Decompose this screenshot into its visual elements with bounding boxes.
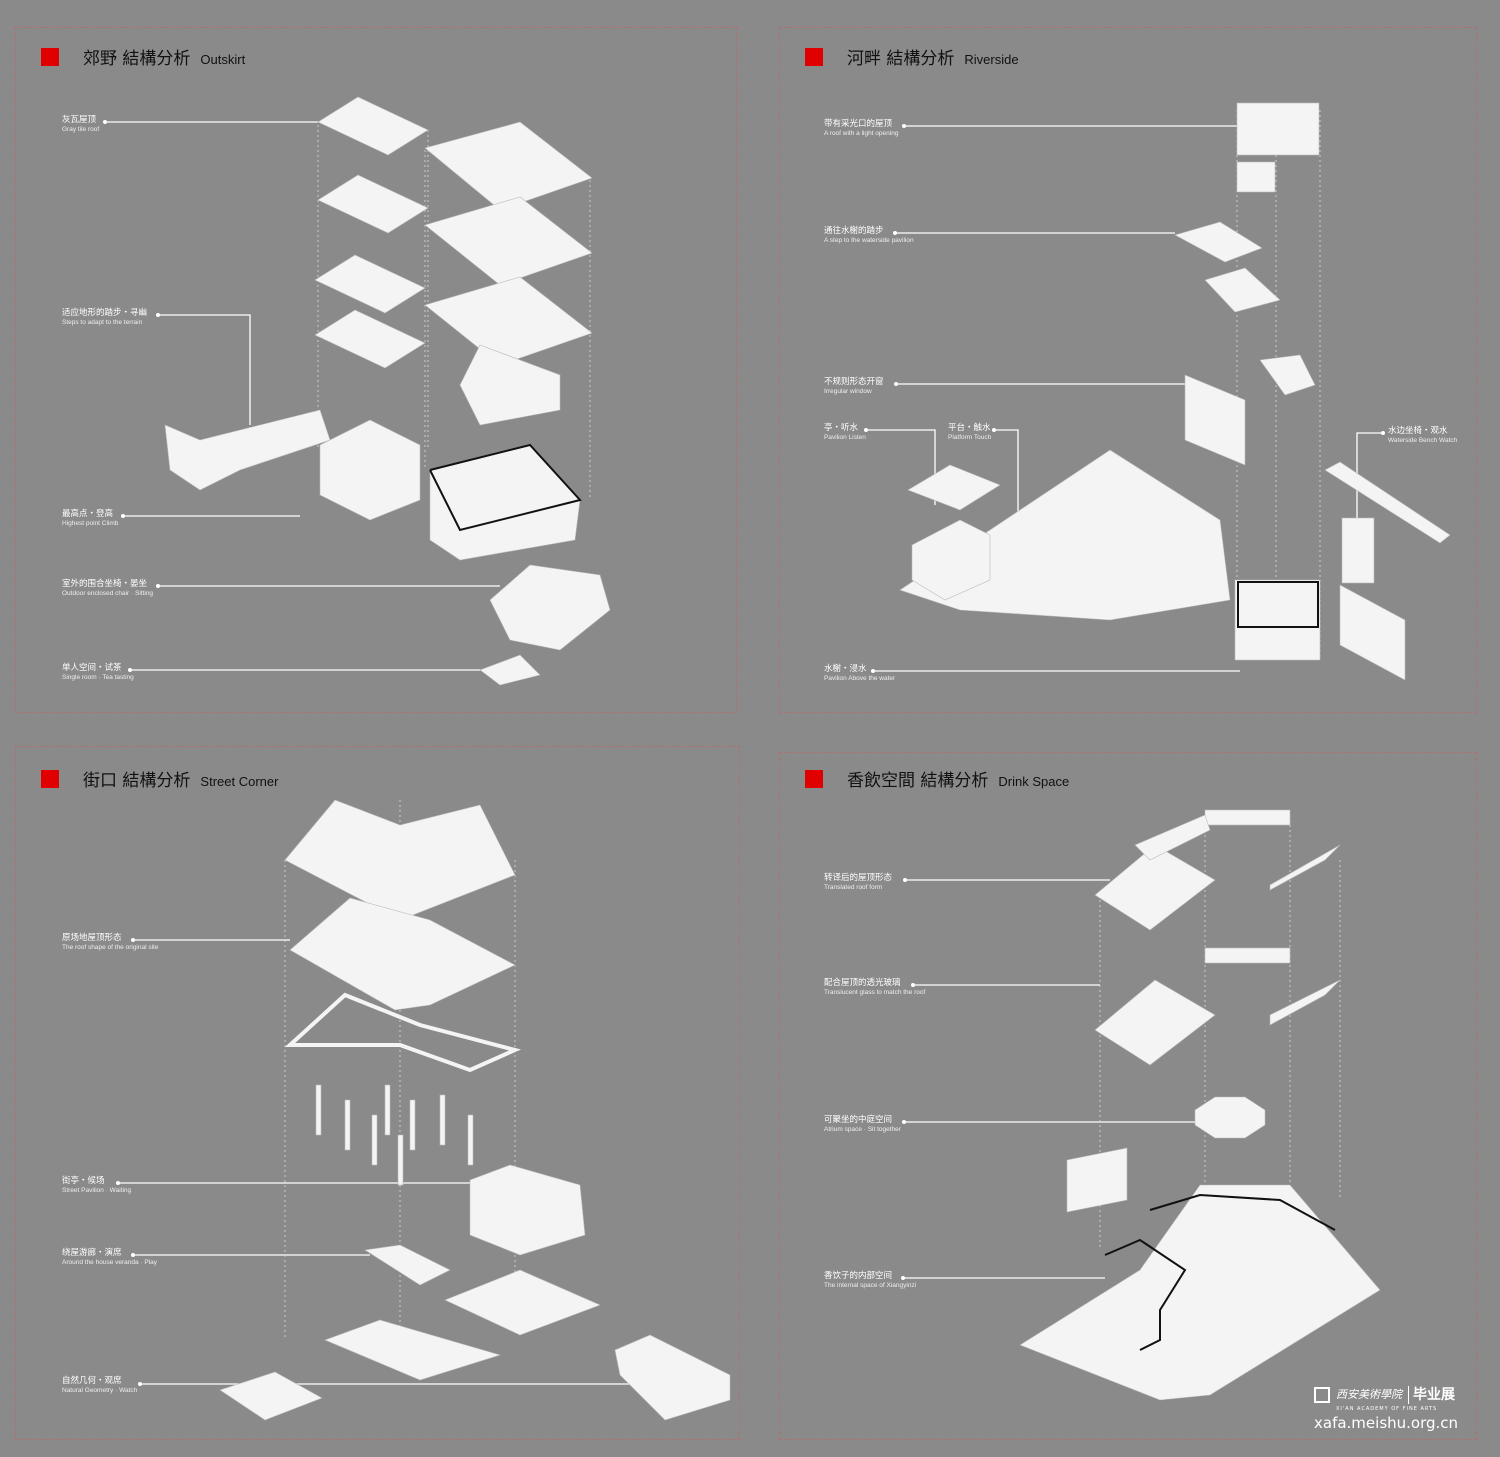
red-square-marker xyxy=(805,47,823,66)
outskirt-section-cut xyxy=(429,443,582,532)
red-square-marker xyxy=(41,47,59,66)
red-square-marker xyxy=(41,769,59,788)
panel-drink-space xyxy=(779,752,1477,1440)
leader-lines xyxy=(105,121,1383,1385)
leader-dots xyxy=(103,120,1385,1386)
panel-street-corner xyxy=(15,746,740,1440)
academy-name-en: XI'AN ACADEMY OF FINE ARTS xyxy=(1336,1406,1438,1412)
street-corner-model xyxy=(219,799,731,1421)
projection-lines xyxy=(284,110,1341,1360)
drink-space-section-cut xyxy=(1104,1193,1336,1351)
panel-title-outskirt: 郊野 結構分析 Outskirt xyxy=(41,44,245,69)
red-square-marker xyxy=(805,769,823,788)
outskirt-model xyxy=(164,96,611,686)
watermark-url: xafa.meishu.org.cn xyxy=(1314,1414,1459,1432)
panel-title-riverside: 河畔 結構分析 Riverside xyxy=(805,44,1019,69)
riverside-section-cut xyxy=(1237,581,1319,628)
panel-riverside xyxy=(779,27,1477,713)
riverside-model xyxy=(899,102,1451,681)
panel-title-drink-space: 香飲空間 結構分析 Drink Space xyxy=(805,766,1069,791)
panel-title-street-corner: 街口 結構分析 Street Corner xyxy=(41,766,278,791)
panel-outskirt xyxy=(15,27,737,713)
watermark-logo: 西安美術學院 毕业展 XI'AN ACADEMY OF FINE ARTS xa… xyxy=(1314,1386,1459,1432)
academy-emblem-icon xyxy=(1314,1387,1330,1403)
drink-space-model xyxy=(1019,809,1381,1401)
